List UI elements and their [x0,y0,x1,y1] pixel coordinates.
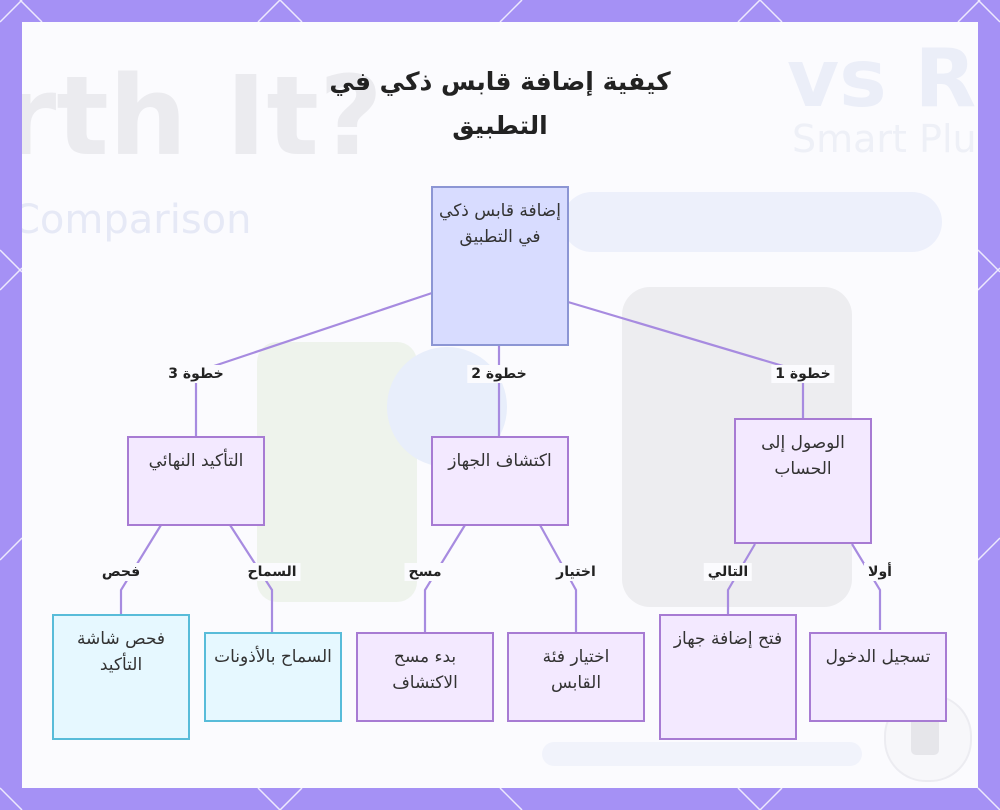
leaf-login-node: تسجيل الدخول [809,632,947,722]
diagram-title: كيفية إضافة قابس ذكي في التطبيق [22,60,978,148]
background-text-left: rth It? [22,52,383,180]
step-2-node: اكتشاف الجهاز [431,436,569,526]
background-text-right: vs Re [787,32,978,125]
edge-step1-add-device [726,543,756,614]
edge-step3-permissions [229,524,274,632]
edge-root-step3 [194,291,433,436]
step-1-label: الوصول إلى الحساب [761,433,845,479]
leaf-scan-node: بدء مسح الاكتشاف [356,632,494,722]
title-line-1: كيفية إضافة قابس ذكي في [329,67,671,96]
edge-label-step2: خطوة 2 [467,365,531,383]
step-1-node: الوصول إلى الحساب [734,418,872,544]
edge-step2-category [539,524,578,632]
leaf-login-label: تسجيل الدخول [825,647,931,667]
edge-label-check: فحص [97,563,145,581]
leaf-add-device-label: فتح إضافة جهاز [673,629,783,649]
background-text-right-sub: Smart Plug [792,117,978,161]
edge-label-allow: السماح [243,563,301,581]
leaf-check-label: فحص شاشة التأكيد [76,629,166,675]
edge-label-step1: خطوة 1 [771,365,835,383]
step-3-label: التأكيد النهائي [148,451,244,471]
edge-step2-scan [423,524,466,632]
edge-label-scan: مسح [404,563,446,581]
edge-step1-login [851,543,882,630]
leaf-scan-label: بدء مسح الاكتشاف [392,647,458,693]
background-row [542,742,862,766]
leaf-permissions-node: السماح بالأذونات [204,632,342,722]
background-pill [562,192,942,252]
edge-label-step3: خطوة 3 [164,365,228,383]
leaf-category-label: اختيار فئة القابس [542,647,610,693]
edge-root-step1 [567,300,805,418]
root-node: إضافة قابس ذكي في التطبيق [431,186,569,346]
step-2-label: اكتشاف الجهاز [448,451,552,471]
leaf-permissions-label: السماح بالأذونات [214,647,332,667]
title-line-2: التطبيق [452,111,548,140]
background-plug-icon-body [911,717,939,755]
edge-step3-check [119,524,162,614]
step-3-node: التأكيد النهائي [127,436,265,526]
edge-label-next: التالي [703,563,753,581]
leaf-category-node: اختيار فئة القابس [507,632,645,722]
leaf-add-device-node: فتح إضافة جهاز [659,614,797,740]
root-node-label: إضافة قابس ذكي في التطبيق [439,201,561,247]
leaf-check-node: فحص شاشة التأكيد [52,614,190,740]
edge-label-first: أولا [864,563,896,581]
edge-label-choose: اختيار [552,563,600,581]
background-text-left-sub: Comparison [22,197,252,243]
